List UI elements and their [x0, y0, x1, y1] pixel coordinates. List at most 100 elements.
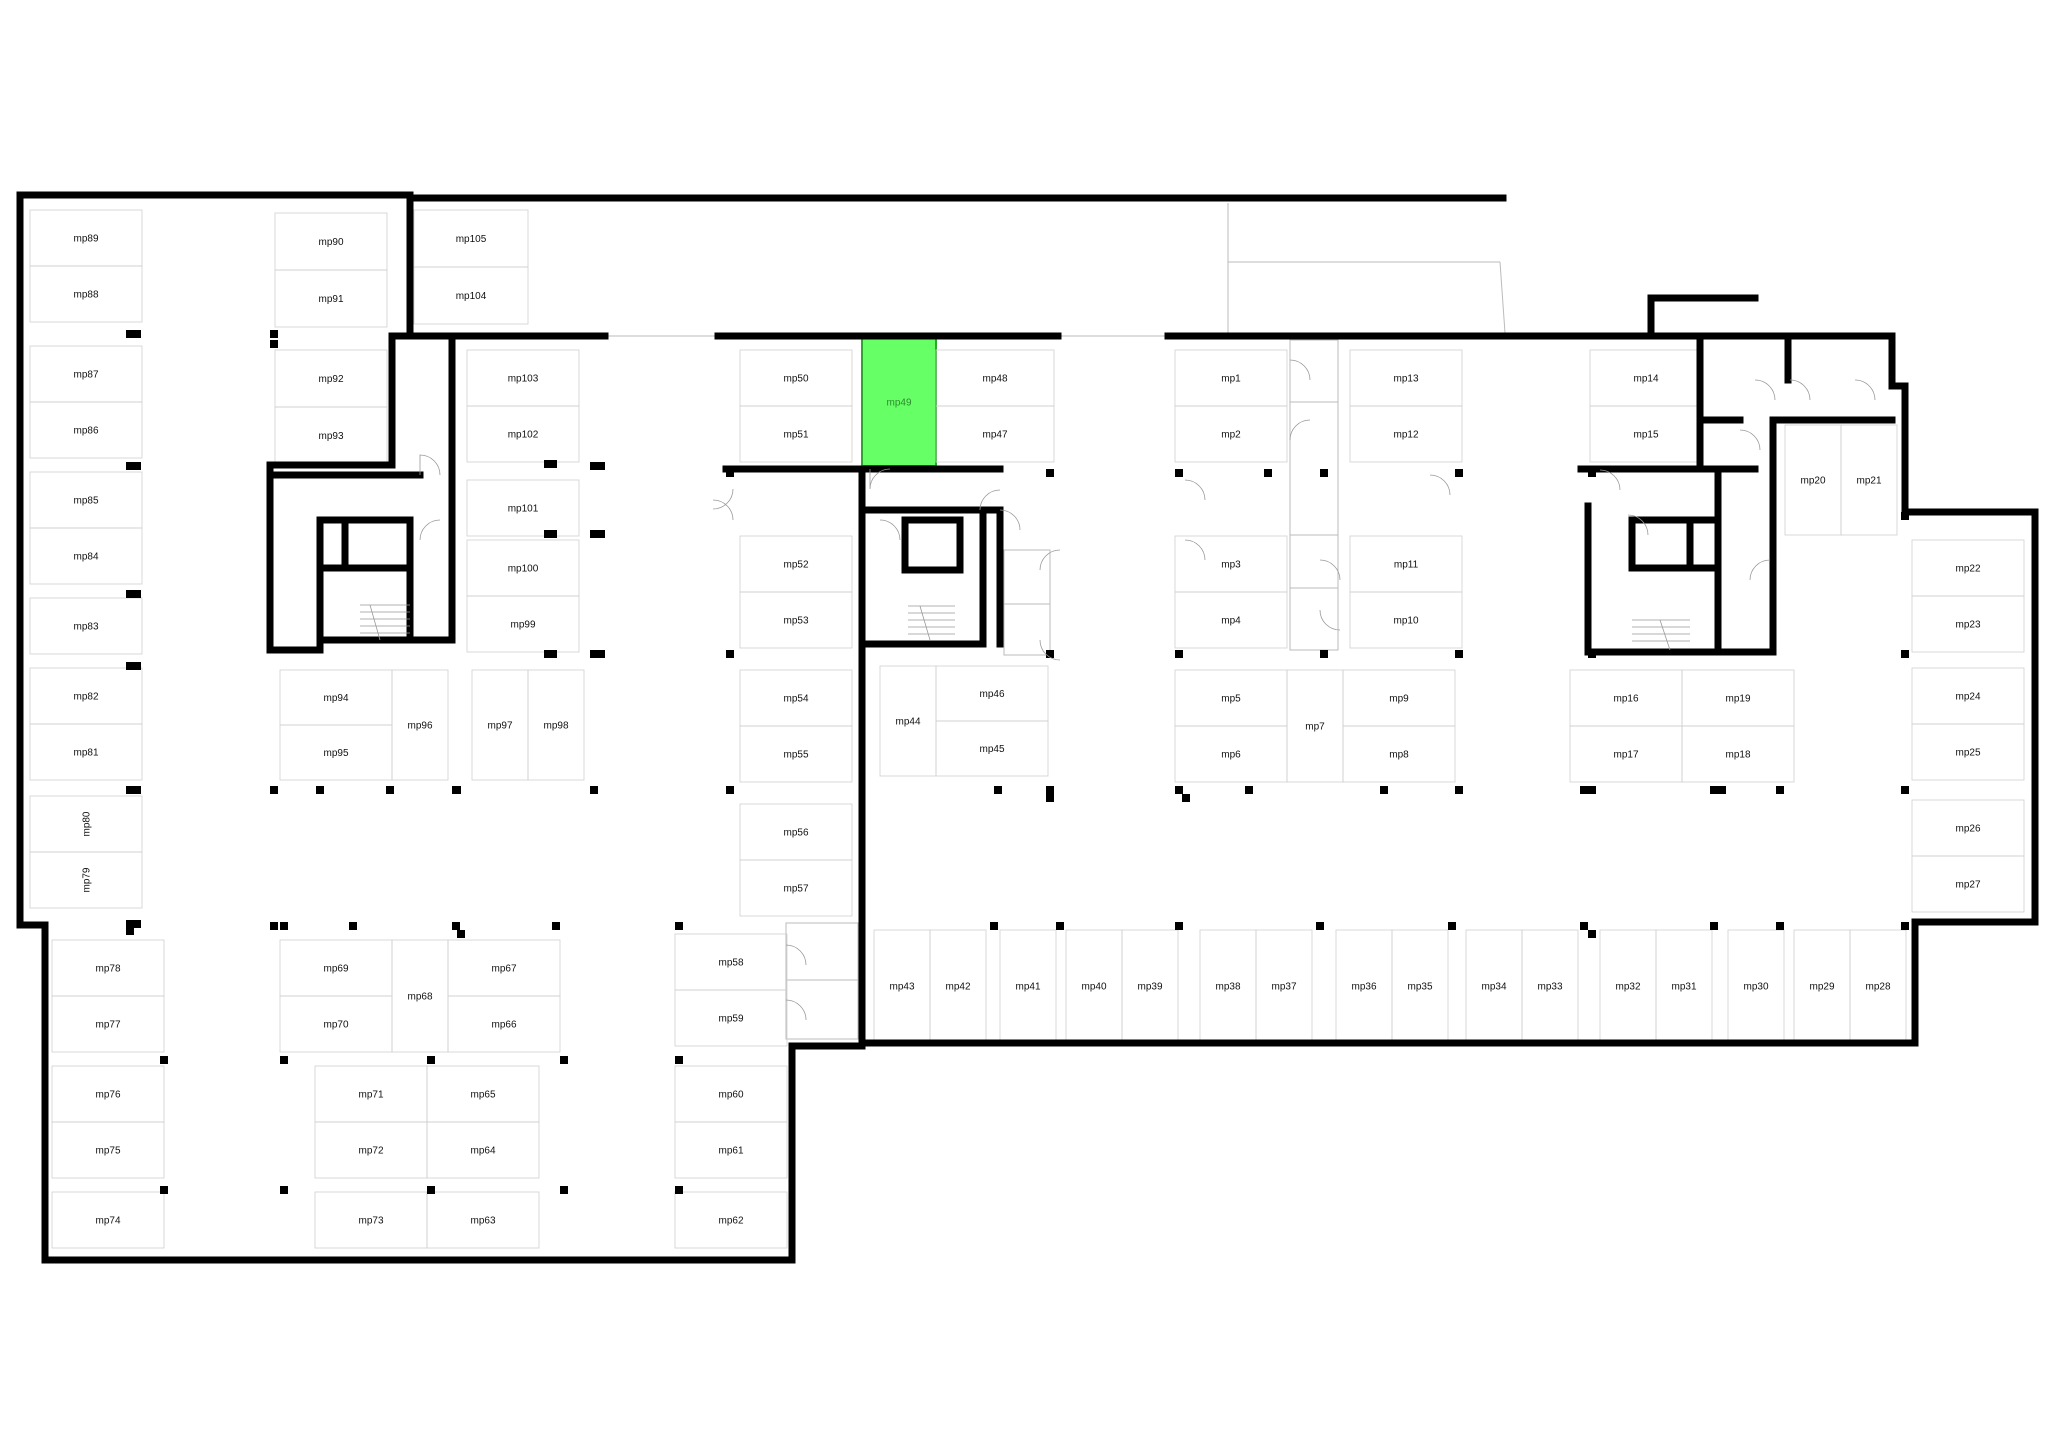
- parking-space-mp4[interactable]: [1174, 591, 1288, 649]
- space-label-mp42: mp42: [945, 982, 970, 993]
- space-label-mp17: mp17: [1613, 750, 1638, 761]
- door-swings: [419, 359, 1876, 1021]
- columns: [126, 330, 1909, 1194]
- parking-space-mp64[interactable]: [426, 1121, 540, 1179]
- column-88: [549, 530, 557, 538]
- space-label-mp38: mp38: [1215, 982, 1240, 993]
- column-30: [270, 922, 278, 930]
- column-26: [597, 530, 605, 538]
- parking-space-mp101[interactable]: [466, 479, 580, 537]
- parking-space-mp51[interactable]: [739, 405, 853, 463]
- space-label-mp12: mp12: [1393, 430, 1418, 441]
- column-68: [1588, 930, 1596, 938]
- space-label-mp96: mp96: [407, 721, 432, 732]
- column-79: [1901, 650, 1909, 658]
- parking-space-mp98[interactable]: [527, 669, 585, 781]
- column-4: [133, 462, 141, 470]
- space-label-mp26: mp26: [1955, 824, 1980, 835]
- column-20: [386, 786, 394, 794]
- column-55: [1175, 786, 1183, 794]
- space-label-mp10: mp10: [1393, 616, 1418, 627]
- parking-space-mp84[interactable]: [29, 527, 143, 585]
- space-label-mp84: mp84: [73, 552, 98, 563]
- parking-space-mp86[interactable]: [29, 401, 143, 459]
- parking-space-mp59[interactable]: [674, 989, 788, 1047]
- space-label-mp100: mp100: [508, 564, 539, 575]
- space-label-mp60: mp60: [718, 1090, 743, 1101]
- column-64: [1175, 922, 1183, 930]
- parking-space-mp49[interactable]: [861, 337, 937, 467]
- column-10: [133, 786, 141, 794]
- space-label-mp61: mp61: [718, 1146, 743, 1157]
- column-51: [994, 786, 1002, 794]
- space-label-mp8: mp8: [1389, 750, 1409, 761]
- column-65: [1316, 922, 1324, 930]
- space-label-mp19: mp19: [1725, 694, 1750, 705]
- space-label-mp70: mp70: [323, 1020, 348, 1031]
- column-70: [1776, 922, 1784, 930]
- space-label-mp57: mp57: [783, 884, 808, 895]
- column-1: [126, 330, 134, 338]
- parking-space-mp25[interactable]: [1911, 723, 2025, 781]
- parking-space-mp53[interactable]: [739, 591, 853, 649]
- space-label-mp9: mp9: [1389, 694, 1409, 705]
- parking-space-mp10[interactable]: [1349, 591, 1463, 649]
- space-label-mp3: mp3: [1221, 560, 1241, 571]
- column-37: [427, 1056, 435, 1064]
- space-label-mp55: mp55: [783, 750, 808, 761]
- column-41: [560, 1186, 568, 1194]
- column-31: [280, 922, 288, 930]
- parking-space-mp99[interactable]: [466, 595, 580, 653]
- space-label-mp88: mp88: [73, 290, 98, 301]
- parking-space-mp77[interactable]: [51, 995, 165, 1053]
- space-label-mp103: mp103: [508, 374, 539, 385]
- parking-space-mp63[interactable]: [426, 1191, 540, 1249]
- parking-space-mp47[interactable]: [935, 405, 1055, 463]
- parking-space-mp91[interactable]: [274, 269, 388, 328]
- column-13: [126, 927, 134, 935]
- parking-space-mp61[interactable]: [674, 1121, 788, 1179]
- space-label-mp35: mp35: [1407, 982, 1432, 993]
- parking-space-mp83[interactable]: [29, 597, 143, 655]
- parking-space-mp23[interactable]: [1911, 595, 2025, 653]
- column-16: [270, 330, 278, 338]
- space-label-mp36: mp36: [1351, 982, 1376, 993]
- space-label-mp59: mp59: [718, 1014, 743, 1025]
- column-5: [126, 590, 134, 598]
- space-label-mp97: mp97: [487, 721, 512, 732]
- column-76: [1710, 786, 1718, 794]
- space-label-mp33: mp33: [1537, 982, 1562, 993]
- stair-annex: [1647, 294, 1759, 340]
- parking-space-mp75[interactable]: [51, 1121, 165, 1179]
- parking-space-mp104[interactable]: [413, 266, 529, 325]
- parking-space-mp55[interactable]: [739, 725, 853, 783]
- parking-space-mp8[interactable]: [1342, 725, 1456, 783]
- parking-space-mp96[interactable]: [391, 669, 449, 781]
- parking-space-mp62[interactable]: [674, 1191, 788, 1249]
- parking-space-mp2[interactable]: [1174, 405, 1288, 463]
- space-label-mp41: mp41: [1015, 982, 1040, 993]
- column-33: [452, 922, 460, 930]
- column-75: [1588, 786, 1596, 794]
- parking-space-mp12[interactable]: [1349, 405, 1463, 463]
- parking-space-mp102[interactable]: [466, 405, 580, 463]
- space-label-mp18: mp18: [1725, 750, 1750, 761]
- space-label-mp81: mp81: [73, 748, 98, 759]
- parking-space-mp88[interactable]: [29, 265, 143, 323]
- parking-space-mp45[interactable]: [935, 720, 1049, 777]
- parking-space-mp79[interactable]: [29, 851, 143, 909]
- parking-space-mp74[interactable]: [51, 1191, 165, 1249]
- space-label-mp39: mp39: [1137, 982, 1162, 993]
- parking-space-mp27[interactable]: [1911, 855, 2025, 913]
- parking-space-mp81[interactable]: [29, 723, 143, 781]
- column-53: [1175, 469, 1183, 477]
- parking-space-mp66[interactable]: [447, 995, 561, 1053]
- space-label-mp31: mp31: [1671, 982, 1696, 993]
- parking-space-mp21[interactable]: [1840, 424, 1898, 536]
- space-label-mp66: mp66: [491, 1020, 516, 1031]
- column-59: [1320, 650, 1328, 658]
- parking-space-mp57[interactable]: [739, 859, 853, 917]
- space-label-mp24: mp24: [1955, 692, 1980, 703]
- space-label-mp99: mp99: [510, 620, 535, 631]
- parking-space-mp18[interactable]: [1681, 725, 1795, 783]
